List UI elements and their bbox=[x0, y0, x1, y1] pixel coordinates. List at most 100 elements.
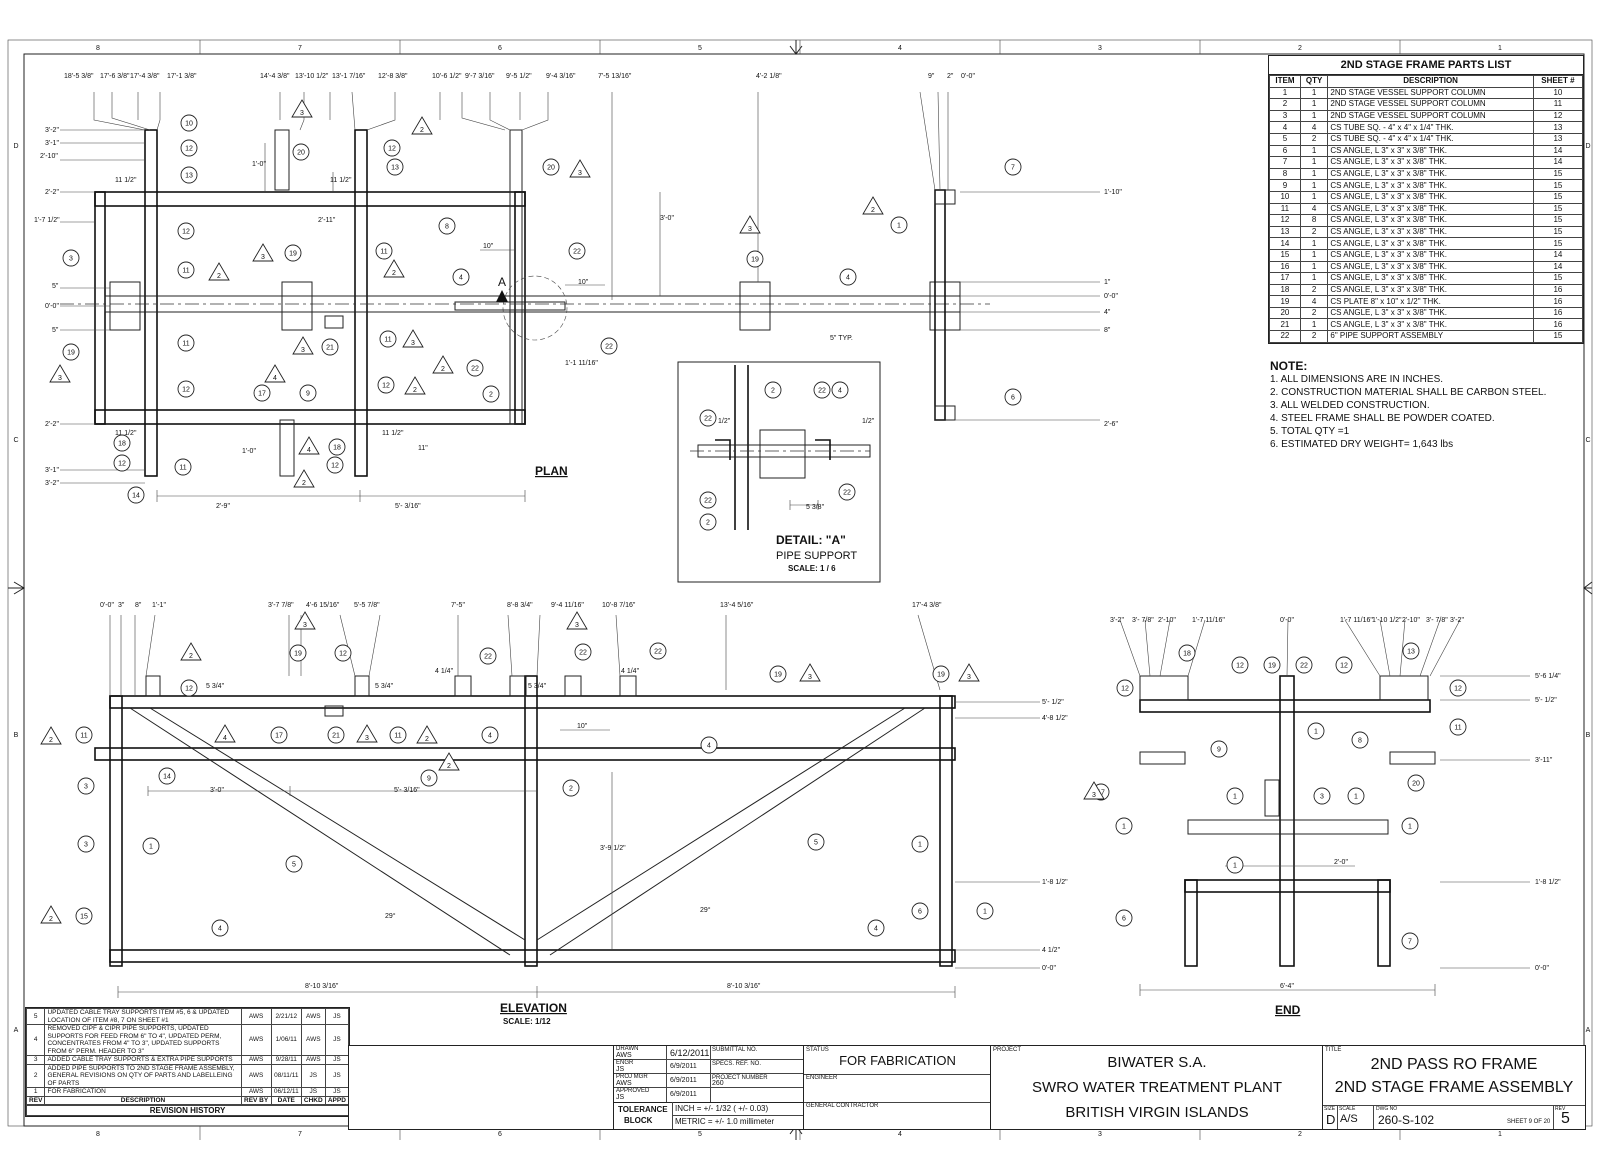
plan-dim-top: 13'-10 1/2" bbox=[295, 73, 329, 80]
part-balloon: 18 bbox=[328, 438, 346, 456]
balloon-number: 22 bbox=[818, 388, 826, 395]
balloon-number: 11 bbox=[182, 268, 189, 275]
balloon-circle bbox=[180, 166, 198, 184]
part-balloon: 11 bbox=[1449, 718, 1467, 736]
parts-cell: CS ANGLE, L 3" x 3" x 3/8" THK. bbox=[1327, 179, 1534, 192]
end-dim-top: 3'- 7/8" bbox=[1132, 617, 1154, 624]
balloon-circle bbox=[1335, 656, 1353, 674]
plan-column-left bbox=[144, 129, 158, 477]
balloon-circle bbox=[328, 438, 346, 456]
parts-cell: 2 bbox=[1299, 330, 1329, 343]
zone-label-left: C bbox=[13, 437, 18, 444]
parts-cell: 15 bbox=[1532, 190, 1584, 204]
sheet-triangle: 2 bbox=[40, 905, 62, 924]
sheet-triangle: 2 bbox=[416, 725, 438, 744]
revision-col-header: CHKD bbox=[300, 1095, 326, 1105]
balloon-number: 18 bbox=[1183, 651, 1191, 658]
revision-cell: 9/28/11 bbox=[270, 1055, 302, 1065]
part-balloon: 12 bbox=[377, 376, 395, 394]
triangle-number: 3 bbox=[301, 347, 305, 354]
end-dim-right: 1'-8 1/2" bbox=[1535, 879, 1561, 886]
zone-label-right: B bbox=[1586, 732, 1591, 739]
parts-cell: CS ANGLE, L 3" x 3" x 3/8" THK. bbox=[1327, 144, 1534, 158]
balloon-number: 2 bbox=[771, 388, 775, 395]
balloon-number: 20 bbox=[1412, 781, 1420, 788]
parts-cell: 16 bbox=[1532, 295, 1584, 308]
project-line-3: BRITISH VIRGIN ISLANDS bbox=[1065, 1104, 1249, 1121]
detail-support-block bbox=[759, 429, 806, 479]
revision-cell: JS bbox=[324, 1063, 350, 1088]
balloon-circle bbox=[253, 384, 271, 402]
sheet-triangle: 3 bbox=[569, 159, 591, 178]
part-balloon: 1 bbox=[1307, 722, 1325, 740]
plan-dim-left: 1'-7 1/2" bbox=[34, 217, 60, 224]
elev-dim-inner: 5 3/4" bbox=[206, 683, 225, 690]
balloon-number: 1 bbox=[1233, 794, 1237, 801]
triangle-number: 3 bbox=[808, 674, 812, 681]
triangle-icon bbox=[264, 364, 286, 383]
balloon-number: 22 bbox=[605, 344, 613, 351]
balloon-circle bbox=[113, 434, 131, 452]
balloon-circle bbox=[562, 779, 580, 797]
balloon-number: 2 bbox=[569, 786, 573, 793]
elevation-view: 29° 29° bbox=[94, 614, 1040, 998]
parts-list-title: 2ND STAGE FRAME PARTS LIST bbox=[1269, 56, 1583, 75]
revision-cell: 4 bbox=[25, 1024, 46, 1056]
dwg-no-label: DWG NO bbox=[1376, 1106, 1398, 1112]
parts-cell: 5 bbox=[1269, 132, 1301, 146]
end-dim-top: 3'- 7/8" bbox=[1426, 617, 1448, 624]
tolerance-block-label: BLOCK bbox=[624, 1116, 653, 1125]
parts-cell: 4 bbox=[1299, 295, 1329, 308]
plan-dim-top: 0'-0" bbox=[961, 73, 975, 80]
part-balloon: 12 bbox=[1231, 656, 1249, 674]
specs-label: SPECS. REF. NO. bbox=[712, 1061, 762, 1067]
sheet-triangle: 3 bbox=[252, 243, 274, 262]
size-value: D bbox=[1326, 1112, 1336, 1127]
zone-label-right: C bbox=[1585, 437, 1590, 444]
plan-dim-left: 2'-2" bbox=[45, 421, 59, 428]
part-balloon: 4 bbox=[831, 381, 849, 399]
balloon-number: 3 bbox=[84, 842, 88, 849]
part-balloon: 19 bbox=[932, 665, 950, 683]
parts-cell: 10 bbox=[1269, 190, 1301, 204]
balloon-number: 18 bbox=[333, 445, 341, 452]
balloon-number: 2 bbox=[489, 392, 493, 399]
sheet-triangle: 2 bbox=[40, 726, 62, 745]
plan-dim-inner: 1'-0" bbox=[242, 448, 256, 455]
zone-label-bottom: 6 bbox=[498, 1131, 502, 1138]
triangle-number: 3 bbox=[300, 110, 304, 117]
plan-dim-left: 3'-1" bbox=[45, 467, 59, 474]
plan-dim-inner: 10" bbox=[578, 279, 589, 286]
balloon-circle bbox=[1178, 644, 1196, 662]
parts-cell: 6" PIPE SUPPORT ASSEMBLY bbox=[1327, 330, 1534, 343]
balloon-circle bbox=[838, 483, 856, 501]
parts-cell: 1 bbox=[1299, 144, 1329, 158]
part-balloon: 9 bbox=[1210, 740, 1228, 758]
elev-dim-right: 1'-8 1/2" bbox=[1042, 879, 1068, 886]
elev-left-column bbox=[109, 695, 123, 967]
elev-brace-right bbox=[536, 707, 926, 956]
balloon-circle bbox=[174, 458, 192, 476]
triangle-number: 3 bbox=[578, 170, 582, 177]
dimension-labels: 18'-5 3/8"17'-6 3/8"17'-4 3/8"17'-1 3/8"… bbox=[34, 73, 1561, 990]
balloon-circle bbox=[1226, 856, 1244, 874]
balloon-circle bbox=[285, 855, 303, 873]
balloon-number: 1 bbox=[149, 844, 153, 851]
plan-angle-21 bbox=[324, 315, 344, 329]
part-balloon: 5 bbox=[807, 833, 825, 851]
plan-dim-top: 9" bbox=[928, 73, 935, 80]
plan-dim-right: 4" bbox=[1104, 309, 1111, 316]
parts-cell: CS ANGLE, L 3" x 3" x 3/8" THK. bbox=[1327, 248, 1534, 262]
zone-label-left: D bbox=[13, 143, 18, 150]
revision-cell: AWS bbox=[300, 1008, 326, 1025]
balloon-number: 19 bbox=[294, 651, 302, 658]
triangle-number: 3 bbox=[303, 622, 307, 629]
balloon-circle bbox=[180, 679, 198, 697]
parts-cell: 13 bbox=[1269, 225, 1301, 239]
balloon-circle bbox=[466, 359, 484, 377]
